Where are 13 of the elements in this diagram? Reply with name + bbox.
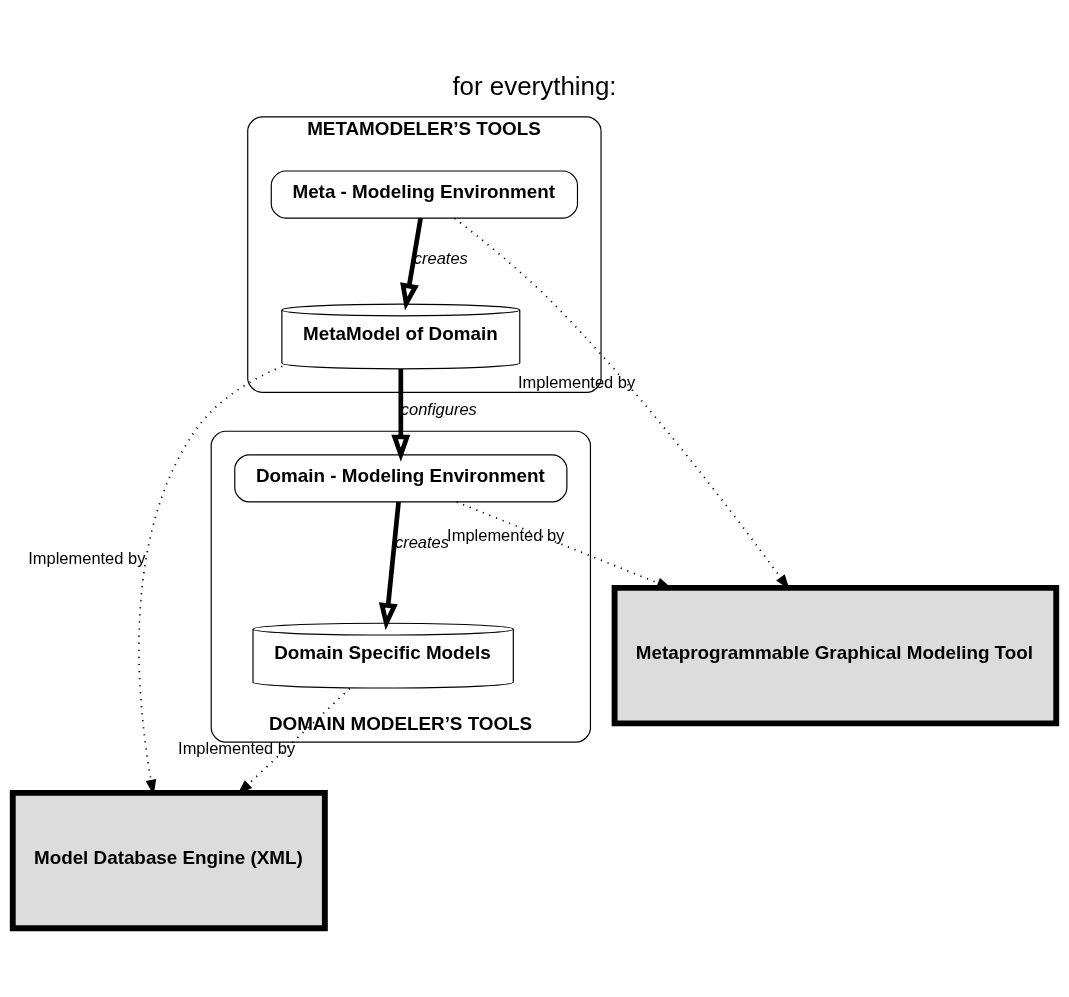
node-box: Model Database Engine (XML) xyxy=(9,789,328,931)
edge-label: creates xyxy=(394,532,449,551)
edge-label: Implemented by xyxy=(447,525,565,544)
edge-label: configures xyxy=(400,399,477,418)
arrow xyxy=(400,217,423,311)
edge-label: creates xyxy=(413,248,468,267)
node-box: Meta - Modeling Environment xyxy=(270,169,579,219)
arrow xyxy=(391,368,411,462)
diagram-title: for everything: xyxy=(452,71,617,100)
edge-label: Implemented by xyxy=(28,548,146,567)
node-box: Metaprogrammable Graphical Modeling Tool xyxy=(611,584,1060,726)
node-box: Domain - Modeling Environment xyxy=(234,453,568,503)
arrow xyxy=(378,501,401,630)
